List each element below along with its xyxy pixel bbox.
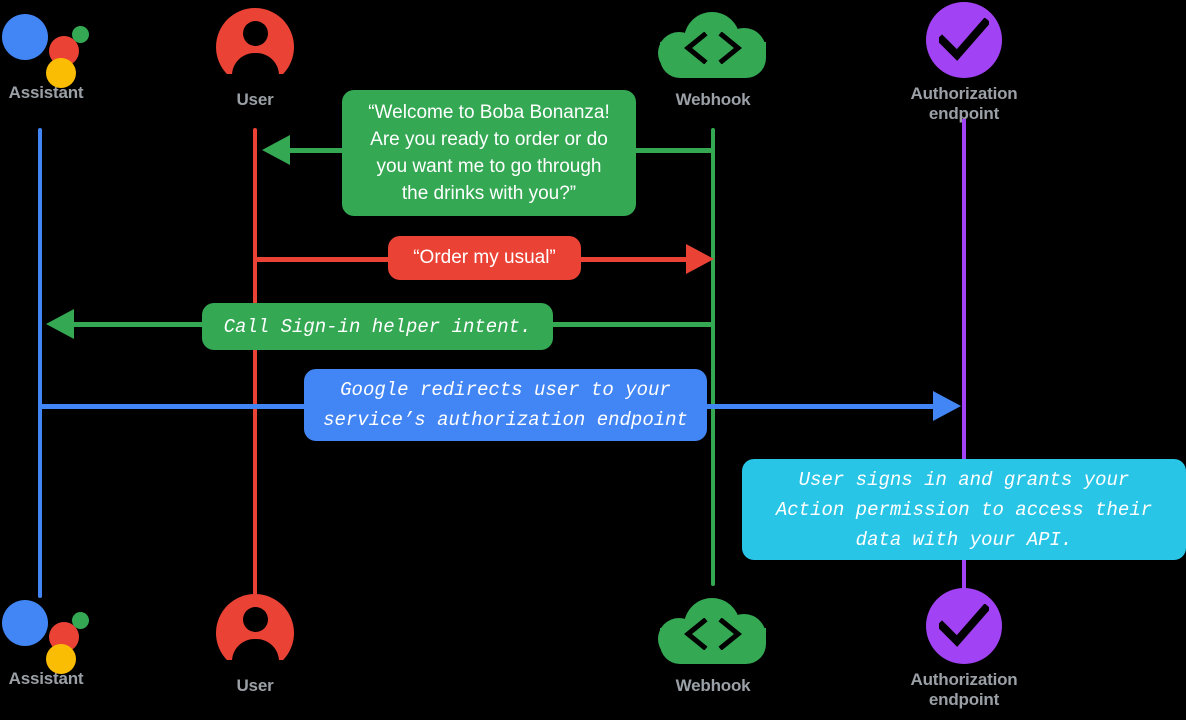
- cloud-code-icon: [658, 598, 768, 670]
- lifeline-webhook: [711, 128, 715, 586]
- arrow-head-order: [686, 244, 714, 274]
- actor-label-webhook: Webhook: [675, 90, 751, 109]
- actor-assistant-top: Assistant: [0, 8, 92, 103]
- message-bubble-welcome: “Welcome to Boba Bonanza! Are you ready …: [342, 90, 636, 216]
- user-avatar-icon: [216, 8, 294, 86]
- lifeline-user: [253, 128, 257, 598]
- arrow-line-signin-tail: [74, 322, 204, 327]
- actor-user-bottom: User: [216, 594, 294, 696]
- arrow-line-redirect-tail: [705, 404, 935, 409]
- actor-assistant-bottom: Assistant: [0, 594, 92, 689]
- actor-webhook-bottom: Webhook: [658, 598, 768, 696]
- message-bubble-redirect: Google redirects user to your service’s …: [304, 369, 707, 441]
- purple-check-circle-icon: [926, 588, 1002, 664]
- arrow-line-welcome: [636, 148, 714, 153]
- arrow-line-welcome-tail: [289, 148, 345, 153]
- google-assistant-icon: [0, 8, 92, 88]
- message-text-signin: Call Sign-in helper intent.: [223, 315, 532, 338]
- arrow-line-order-tail: [578, 257, 688, 262]
- message-text-welcome: “Welcome to Boba Bonanza! Are you ready …: [368, 102, 610, 204]
- lifeline-assistant: [38, 128, 42, 598]
- actor-label-auth: Authorization endpoint: [910, 84, 1018, 123]
- arrow-head-welcome: [262, 135, 290, 165]
- arrow-line-signin: [552, 322, 714, 327]
- actor-label-assistant: Assistant: [8, 83, 84, 102]
- google-assistant-icon: [0, 594, 92, 674]
- cloud-code-icon: [658, 12, 768, 84]
- message-text-order: “Order my usual”: [413, 247, 556, 268]
- lifeline-auth: [962, 118, 966, 598]
- message-text-grant: User signs in and grants your Action per…: [775, 468, 1153, 551]
- message-bubble-grant: User signs in and grants your Action per…: [742, 459, 1186, 560]
- arrow-line-order: [255, 257, 390, 262]
- actor-label-assistant: Assistant: [8, 669, 84, 688]
- purple-check-circle-icon: [926, 2, 1002, 78]
- user-avatar-icon: [216, 594, 294, 672]
- message-bubble-order: “Order my usual”: [388, 236, 581, 280]
- actor-user-top: User: [216, 8, 294, 110]
- actor-label-user: User: [236, 676, 274, 695]
- actor-label-auth: Authorization endpoint: [910, 670, 1018, 709]
- actor-label-user: User: [236, 90, 274, 109]
- arrow-head-signin: [46, 309, 74, 339]
- actor-auth-bottom: Authorization endpoint: [884, 588, 1044, 710]
- actor-label-webhook: Webhook: [675, 676, 751, 695]
- arrow-head-redirect: [933, 391, 961, 421]
- actor-auth-top: Authorization endpoint: [884, 2, 1044, 124]
- actor-webhook-top: Webhook: [658, 12, 768, 110]
- arrow-line-redirect: [40, 404, 306, 409]
- message-bubble-signin: Call Sign-in helper intent.: [202, 303, 553, 350]
- message-text-redirect: Google redirects user to your service’s …: [323, 379, 688, 431]
